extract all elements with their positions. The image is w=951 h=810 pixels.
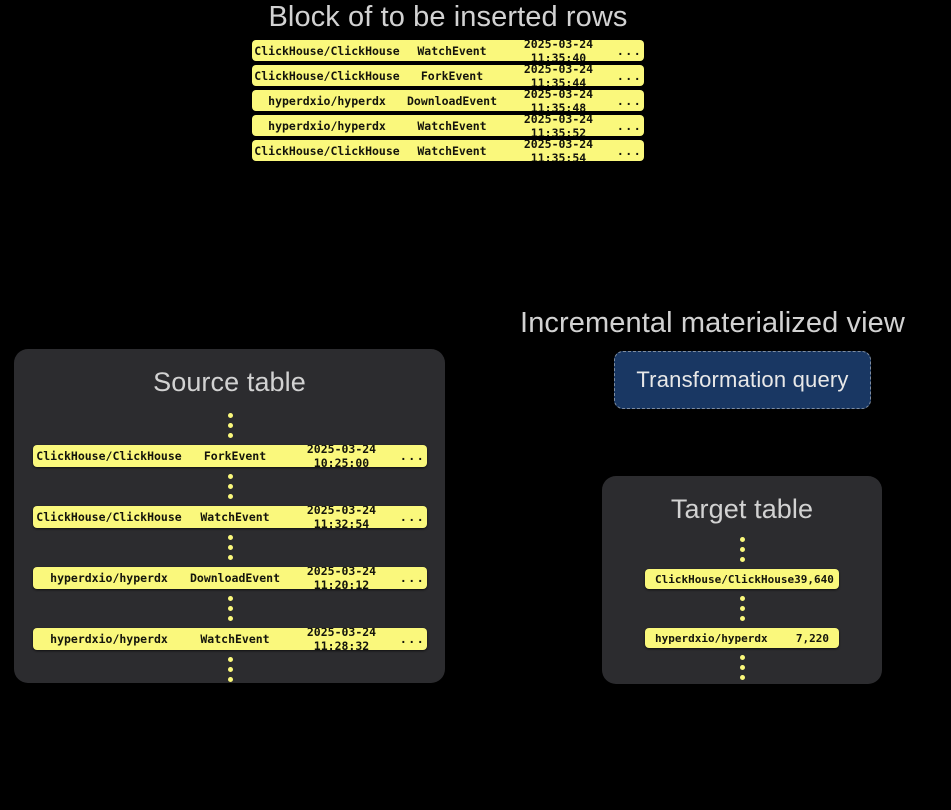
row-event: WatchEvent [200, 632, 270, 646]
row-repo: ClickHouse/ClickHouse [36, 510, 182, 524]
source-table-rows: ClickHouse/ClickHouse ForkEvent 2025-03-… [33, 406, 427, 689]
table-row: hyperdxio/hyperdx WatchEvent 2025-03-24 … [252, 115, 644, 136]
table-row: hyperdxio/hyperdx 7,220 [645, 628, 839, 648]
row-timestamp: 2025-03-24 11:28:32 [306, 628, 377, 650]
row-timestamp: 2025-03-24 10:25:00 [306, 445, 377, 467]
ellipsis-dots-icon [33, 467, 427, 506]
block-heading: Block of to be inserted rows [268, 1, 628, 33]
row-event: WatchEvent [200, 510, 270, 524]
table-row: ClickHouse/ClickHouse WatchEvent 2025-03… [252, 40, 644, 61]
row-timestamp: 2025-03-24 11:20:12 [306, 567, 377, 589]
row-repo: hyperdxio/hyperdx [50, 571, 168, 585]
row-event: DownloadEvent [406, 93, 497, 108]
transformation-query-box[interactable]: Transformation query [614, 351, 871, 409]
ellipsis-dots-icon [33, 528, 427, 567]
row-event: WatchEvent [417, 118, 487, 133]
ellipsis-dots-icon [645, 648, 839, 687]
row-repo: hyperdxio/hyperdx [50, 632, 168, 646]
row-timestamp: 2025-03-24 11:35:54 [523, 140, 594, 161]
row-event: DownloadEvent [189, 571, 280, 585]
row-more: ... [616, 118, 643, 133]
inserted-rows-block: ClickHouse/ClickHouse WatchEvent 2025-03… [252, 40, 644, 161]
table-row: hyperdxio/hyperdx WatchEvent 2025-03-24 … [33, 628, 427, 650]
row-timestamp: 2025-03-24 11:35:48 [523, 90, 594, 111]
row-timestamp: 2025-03-24 11:35:52 [523, 115, 594, 136]
ellipsis-dots-icon [33, 406, 427, 445]
row-event: WatchEvent [417, 143, 487, 158]
row-more: ... [616, 93, 643, 108]
row-event: WatchEvent [417, 43, 487, 58]
target-table-panel: Target table ClickHouse/ClickHouse 39,64… [602, 476, 882, 684]
row-more: ... [399, 449, 426, 463]
row-more: ... [399, 510, 426, 524]
table-row: ClickHouse/ClickHouse 39,640 [645, 569, 839, 589]
ellipsis-dots-icon [33, 589, 427, 628]
row-more: ... [399, 632, 426, 646]
source-table-panel: Source table ClickHouse/ClickHouse ForkE… [14, 349, 445, 683]
row-value: 7,220 [795, 631, 829, 645]
ellipsis-dots-icon [645, 589, 839, 628]
row-value: 39,640 [794, 572, 834, 586]
row-repo: hyperdxio/hyperdx [655, 631, 768, 645]
ellipsis-dots-icon [33, 650, 427, 689]
table-row: hyperdxio/hyperdx DownloadEvent 2025-03-… [252, 90, 644, 111]
row-repo: hyperdxio/hyperdx [268, 118, 386, 133]
row-repo: ClickHouse/ClickHouse [36, 449, 182, 463]
row-repo: ClickHouse/ClickHouse [254, 43, 400, 58]
row-more: ... [616, 68, 643, 83]
row-timestamp: 2025-03-24 11:32:54 [306, 506, 377, 528]
row-event: ForkEvent [203, 449, 267, 463]
row-repo: ClickHouse/ClickHouse [254, 68, 400, 83]
row-more: ... [616, 143, 643, 158]
target-table-title: Target table [670, 494, 814, 524]
row-repo: hyperdxio/hyperdx [268, 93, 386, 108]
row-more: ... [616, 43, 643, 58]
table-row: ClickHouse/ClickHouse WatchEvent 2025-03… [252, 140, 644, 161]
target-table-rows: ClickHouse/ClickHouse 39,640 hyperdxio/h… [645, 530, 839, 687]
row-repo: ClickHouse/ClickHouse [254, 143, 400, 158]
source-table-title: Source table [153, 367, 306, 397]
row-timestamp: 2025-03-24 11:35:40 [523, 40, 594, 61]
materialized-view-heading: Incremental materialized view [520, 307, 905, 339]
row-timestamp: 2025-03-24 11:35:44 [523, 65, 594, 86]
table-row: hyperdxio/hyperdx DownloadEvent 2025-03-… [33, 567, 427, 589]
table-row: ClickHouse/ClickHouse ForkEvent 2025-03-… [252, 65, 644, 86]
row-more: ... [399, 571, 426, 585]
row-repo: ClickHouse/ClickHouse [655, 572, 795, 586]
ellipsis-dots-icon [645, 530, 839, 569]
table-row: ClickHouse/ClickHouse WatchEvent 2025-03… [33, 506, 427, 528]
row-event: ForkEvent [420, 68, 484, 83]
table-row: ClickHouse/ClickHouse ForkEvent 2025-03-… [33, 445, 427, 467]
